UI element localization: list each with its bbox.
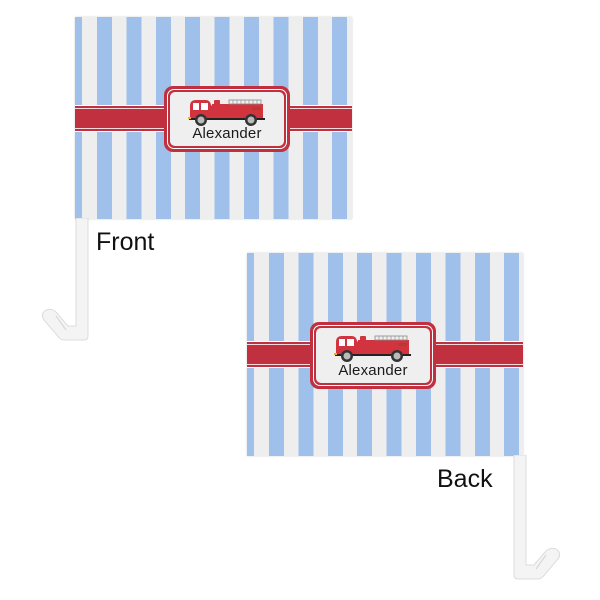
name-emblem: Alexander (164, 86, 290, 152)
back-flag: Alexander (247, 253, 523, 456)
back-label: Back (437, 465, 493, 493)
name-emblem: Alexander (310, 322, 436, 389)
back-flag-pole (513, 455, 561, 580)
fire-truck-icon (334, 335, 411, 362)
front-label: Front (96, 228, 155, 256)
fire-truck-icon (188, 99, 265, 126)
front-flag-pole (41, 218, 89, 341)
emblem-name-text: Alexander (192, 125, 262, 142)
emblem-name-text: Alexander (338, 362, 408, 379)
front-flag: Alexander (75, 17, 352, 219)
